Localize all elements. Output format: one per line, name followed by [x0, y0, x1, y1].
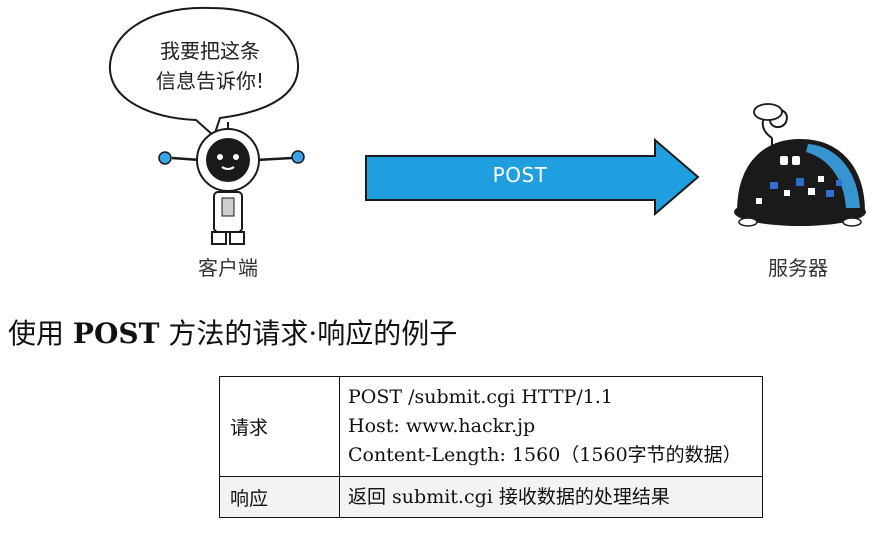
bubble-line-1: 我要把这条 [160, 39, 260, 63]
illustration [108, 6, 866, 245]
caption-suffix: 方法的请求·响应的例子 [159, 317, 458, 350]
caption-prefix: 使用 [8, 317, 73, 350]
caption-method: POST [72, 317, 160, 350]
request-line-2: Host: www.hackr.jp [348, 415, 536, 437]
request-response-table: 请求 POST /submit.cgi HTTP/1.1 Host: www.h… [219, 376, 763, 518]
client-label: 客户端 [198, 256, 258, 280]
response-header: 响应 [219, 476, 340, 518]
post-arrow-icon [365, 137, 700, 217]
server-label: 服务器 [768, 256, 828, 280]
bubble-line-2: 信息告诉你! [155, 69, 265, 93]
response-body: 返回 submit.cgi 接收数据的处理结果 [339, 476, 763, 518]
arrow-label: POST [492, 163, 548, 187]
server-icon [734, 103, 866, 227]
request-line-3: Content-Length: 1560（1560字节的数据） [348, 444, 742, 466]
request-line-1: POST /submit.cgi HTTP/1.1 [348, 386, 613, 408]
figure-caption: 使用 POST 方法的请求·响应的例子 [8, 312, 457, 352]
request-header: 请求 [219, 376, 340, 477]
response-row: 响应 返回 submit.cgi 接收数据的处理结果 [219, 476, 763, 518]
client-robot-icon [158, 122, 305, 245]
speech-bubble [108, 6, 300, 138]
request-row: 请求 POST /submit.cgi HTTP/1.1 Host: www.h… [219, 376, 763, 477]
request-body: POST /submit.cgi HTTP/1.1 Host: www.hack… [339, 376, 763, 477]
